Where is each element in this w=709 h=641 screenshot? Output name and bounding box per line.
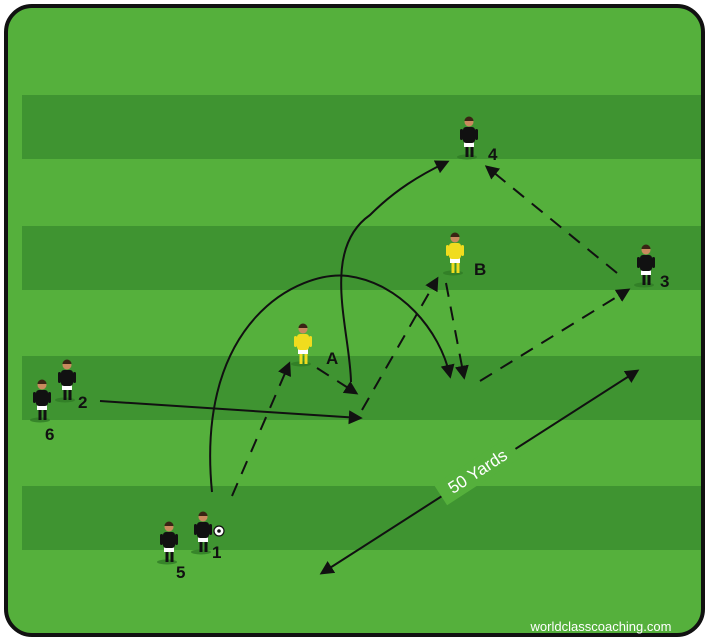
- player-label-5: 5: [176, 563, 185, 582]
- player-label-6: 6: [45, 425, 54, 444]
- watermark: worldclasscoaching.com: [530, 619, 672, 634]
- player-label-a: A: [326, 349, 338, 368]
- grass-stripe: [22, 486, 707, 550]
- soccer-ball-icon: [214, 526, 224, 536]
- grass-stripe: [22, 95, 707, 159]
- player-label-b: B: [474, 260, 486, 279]
- player-label-3: 3: [660, 272, 669, 291]
- player-label-2: 2: [78, 393, 87, 412]
- player-label-1: 1: [212, 543, 221, 562]
- player-label-4: 4: [488, 145, 498, 164]
- grass-stripe: [22, 356, 707, 420]
